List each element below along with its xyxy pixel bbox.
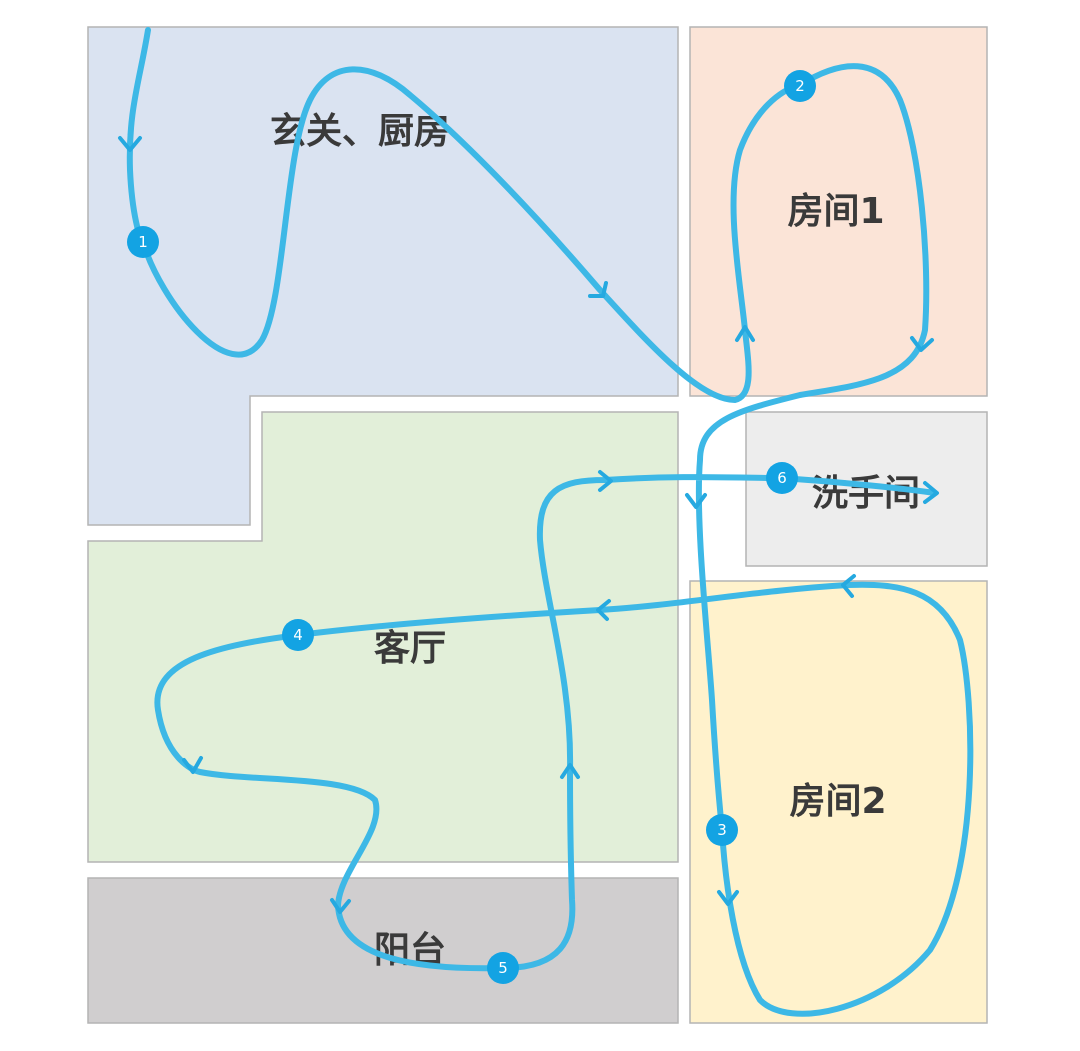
- arrow-down-icon: [717, 890, 739, 906]
- step-marker-6: 6: [766, 462, 798, 494]
- step-marker-3: 3: [706, 814, 738, 846]
- step-marker-5: 5: [487, 952, 519, 984]
- step-marker-2: 2: [784, 70, 816, 102]
- svg-text:6: 6: [777, 469, 787, 487]
- arrow-down-icon: [910, 336, 934, 352]
- arrow-down-right-icon: [588, 281, 608, 298]
- arrow-down-icon: [118, 136, 142, 152]
- arrow-up-icon: [735, 325, 755, 342]
- svg-text:2: 2: [795, 77, 805, 95]
- step-marker-4: 4: [282, 619, 314, 651]
- step-marker-1: 1: [127, 226, 159, 258]
- arrow-down-icon: [182, 756, 203, 774]
- arrow-left-icon: [841, 574, 856, 598]
- label-room1: 房间1: [787, 191, 884, 232]
- svg-text:1: 1: [138, 233, 148, 251]
- svg-text:4: 4: [293, 626, 303, 644]
- route-path: [126, 27, 974, 1017]
- label-living-room: 客厅: [374, 628, 446, 669]
- room-balcony: [87, 877, 679, 1024]
- arrow-up-icon: [560, 763, 580, 779]
- room-living: [87, 411, 679, 863]
- arrow-down-icon: [685, 493, 707, 509]
- arrow-left-icon: [596, 599, 611, 621]
- label-room2: 房间2: [789, 781, 886, 822]
- arrow-right-icon: [598, 470, 613, 492]
- arrow-right-icon: [923, 481, 939, 504]
- svg-text:3: 3: [717, 821, 727, 839]
- room-entry-kitchen: [87, 26, 679, 526]
- arrow-down-icon: [330, 898, 351, 914]
- svg-text:5: 5: [498, 959, 508, 977]
